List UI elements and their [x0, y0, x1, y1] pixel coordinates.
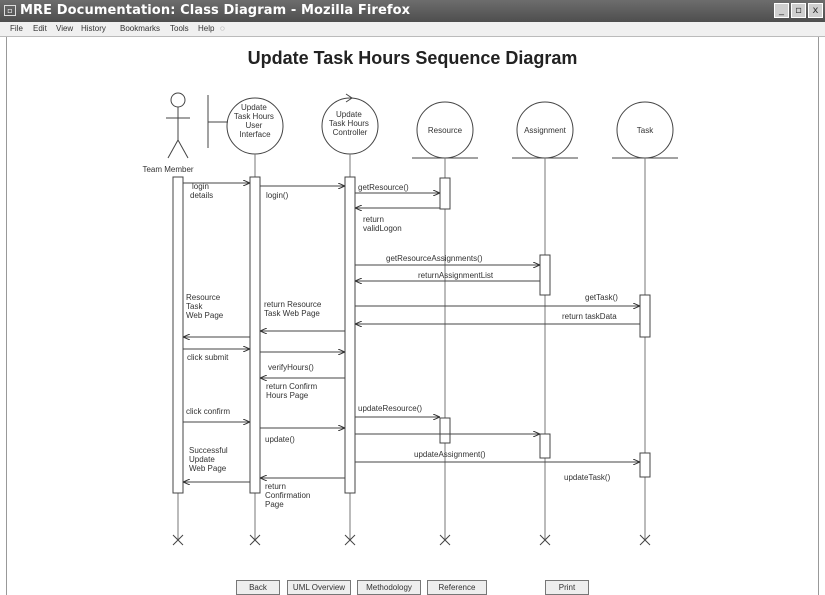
message-label: Successful Update Web Page	[189, 446, 230, 473]
uml-overview-button[interactable]: UML Overview	[287, 580, 351, 595]
menu-bookmarks[interactable]: Bookmarks	[120, 24, 161, 33]
message-label: login()	[266, 191, 289, 200]
participant-label-controller: Update Task Hours Controller	[329, 110, 371, 137]
participant-label-actor: Team Member	[142, 165, 193, 174]
menu-bar: File Edit View History Bookmarks Tools H…	[0, 22, 825, 37]
page-content	[6, 37, 819, 595]
message-label: verifyHours()	[268, 363, 314, 372]
participant-label-ui: Update Task Hours User Interface	[234, 103, 276, 139]
title-bar: ▫ MRE Documentation: Class Diagram - Moz…	[0, 0, 825, 22]
minimize-icon[interactable]: _	[774, 3, 789, 18]
message-label: return Confirm Hours Page	[266, 382, 319, 400]
message-label: updateAssignment()	[414, 450, 486, 459]
message-label: click submit	[187, 353, 229, 362]
message-arrows	[183, 183, 640, 482]
menu-help[interactable]: Help	[198, 24, 215, 33]
reference-button[interactable]: Reference	[427, 580, 487, 595]
message-label: getTask()	[585, 293, 618, 302]
message-label: updateResource()	[358, 404, 422, 413]
message-label: login details	[190, 182, 213, 200]
window-icon: ▫	[4, 5, 16, 16]
message-label: update()	[265, 435, 295, 444]
print-button[interactable]: Print	[545, 580, 589, 595]
activation-bars	[172, 176, 651, 494]
message-label: Resource Task Web Page	[186, 293, 224, 320]
message-label: return Confirmation Page	[265, 482, 313, 509]
throbber-icon: ◌	[220, 24, 225, 33]
message-label: click confirm	[186, 407, 230, 416]
window-title: MRE Documentation: Class Diagram - Mozil…	[20, 3, 411, 18]
menu-edit[interactable]: Edit	[33, 24, 47, 33]
menu-file[interactable]: File	[10, 24, 23, 33]
back-button[interactable]: Back	[236, 580, 280, 595]
message-label: returnAssignmentList	[418, 271, 494, 280]
page-title: Update Task Hours Sequence Diagram	[247, 48, 578, 68]
message-label: return validLogon	[363, 215, 402, 233]
close-icon[interactable]: x	[808, 3, 823, 18]
participant-label-assignment: Assignment	[524, 126, 567, 135]
message-label: getResourceAssignments()	[386, 254, 483, 263]
message-label: updateTask()	[564, 473, 611, 482]
menu-view[interactable]: View	[56, 24, 74, 33]
destroy-marks	[172, 534, 651, 546]
message-label: return Resource Task Web Page	[264, 300, 324, 318]
methodology-button[interactable]: Methodology	[357, 580, 421, 595]
menu-history[interactable]: History	[81, 24, 106, 33]
message-label: return taskData	[562, 312, 617, 321]
participant-label-task: Task	[637, 126, 654, 135]
message-label: getResource()	[358, 183, 409, 192]
maximize-icon[interactable]: ▫	[791, 3, 806, 18]
actor-stick-figure	[166, 92, 190, 159]
menu-tools[interactable]: Tools	[170, 24, 189, 33]
participant-label-resource: Resource	[428, 126, 463, 135]
